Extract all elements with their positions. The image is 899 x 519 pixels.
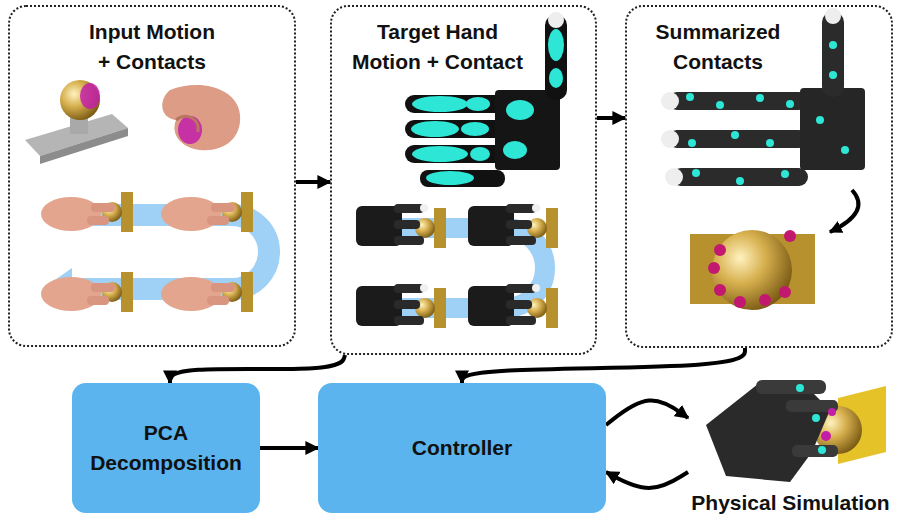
hand-frame [161, 192, 253, 232]
stamp-object [25, 80, 128, 164]
process-box: Controller [318, 383, 606, 513]
robot-frame [356, 284, 446, 328]
flow-arrow [260, 446, 318, 450]
process-box: PCA Decomposition [72, 383, 260, 513]
flow-arrow [597, 116, 625, 120]
input-panel: Input Motion + Contacts [8, 5, 296, 347]
inner-arrow [830, 190, 858, 232]
robot-frame [468, 204, 558, 248]
summary-panel: Summarized Contacts [625, 5, 893, 348]
hand-frame [41, 272, 133, 312]
object-contacts [690, 230, 815, 310]
node-label: PCA Decomposition [89, 418, 243, 478]
target-panel: Target Hand Motion + Contact [330, 5, 597, 355]
flow-arrow [296, 180, 330, 184]
node-label: Controller [362, 433, 562, 463]
flow-arrow [170, 355, 345, 383]
node-label: Physical Simulation [688, 491, 893, 515]
flow-arrow [606, 472, 688, 488]
hand-frame [41, 192, 133, 232]
node-label: Target Hand Motion + Contact [345, 17, 530, 77]
node-label: Summarized Contacts [648, 17, 788, 77]
robot-frame [468, 284, 558, 328]
simulation-picture [706, 380, 886, 482]
hand-frame [161, 272, 253, 312]
simulation-node: Physical Simulation [688, 370, 899, 519]
robot-frame [356, 204, 446, 248]
pinching-hand [162, 85, 240, 150]
node-label: Input Motion + Contacts [82, 17, 222, 77]
flow-arrow [606, 400, 688, 425]
